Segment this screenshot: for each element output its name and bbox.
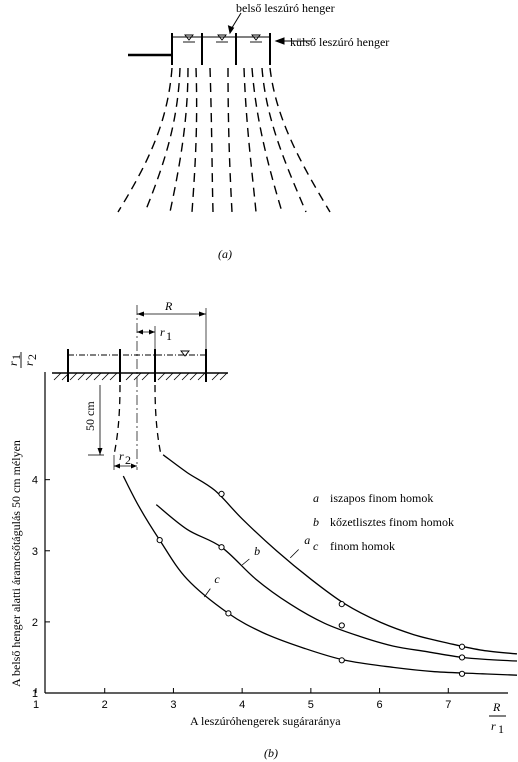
curve-label-c: c xyxy=(214,572,220,586)
y-ratio-den: r xyxy=(22,361,36,366)
legend-item-b: b kőzetlisztes finom homok xyxy=(313,515,454,529)
label-R: R xyxy=(164,299,173,313)
point-b xyxy=(218,544,225,551)
series-labels: a b c xyxy=(204,533,310,598)
y-tick-label: 2 xyxy=(32,617,38,629)
x-tick-label: 4 xyxy=(239,699,245,711)
point-a xyxy=(338,601,345,608)
legend-item-a: a iszapos finom homok xyxy=(313,491,433,505)
y-axis-ratio: r 1 r 2 xyxy=(6,352,39,368)
ground-hatching xyxy=(53,372,228,381)
x-tick-label: 5 xyxy=(308,699,314,711)
annotation-arrows xyxy=(227,12,312,45)
x-tick-label: 1 xyxy=(33,699,39,711)
y-tick-label: 3 xyxy=(32,546,38,558)
legend-key-c: c xyxy=(313,539,319,553)
y-ratio-num-sub: 1 xyxy=(9,354,23,360)
y-axis-label: A belső henger alatti áramcsőtágulás 50 … xyxy=(9,440,23,687)
curve-label-leader-c xyxy=(204,588,211,598)
point-c xyxy=(156,537,163,544)
water-level-marks xyxy=(183,34,262,43)
point-c xyxy=(338,657,345,664)
figure-a: belső leszúró henger külső leszúró henge… xyxy=(117,1,389,261)
curve-c xyxy=(122,475,518,676)
x-tick-label: 7 xyxy=(445,699,451,711)
caption-a: (a) xyxy=(218,247,232,261)
y-ratio-num: r xyxy=(6,361,20,366)
point-c xyxy=(458,670,466,677)
y-ratio-den-sub: 2 xyxy=(25,354,39,360)
label-r1-sub: 1 xyxy=(166,329,172,343)
curve-label-a: a xyxy=(304,533,310,547)
series-curves xyxy=(122,454,518,676)
point-a xyxy=(218,490,225,497)
schematic-cylinders xyxy=(67,349,207,382)
legend-text-a: iszapos finom homok xyxy=(330,491,433,505)
label-depth: 50 cm xyxy=(83,401,97,431)
x-ratio-num: R xyxy=(492,700,501,714)
y-tick-label: 4 xyxy=(32,475,38,487)
x-ratio-den: r xyxy=(491,719,496,733)
legend-text-b: kőzetlisztes finom homok xyxy=(330,515,454,529)
label-r2-sub: 2 xyxy=(125,453,131,467)
legend-text-c: finom homok xyxy=(330,539,395,553)
y-tick-label: 1 xyxy=(32,688,38,700)
axis-ticks: 1 2 3 4 5 6 7 1 2 3 4 xyxy=(32,475,451,711)
legend: a iszapos finom homok b kőzetlisztes fin… xyxy=(313,491,454,553)
curve-label-leader-b xyxy=(241,558,250,566)
label-outer-cylinder: külső leszúró henger xyxy=(290,35,389,49)
x-tick-label: 2 xyxy=(102,699,108,711)
label-inner-cylinder: belső leszúró henger xyxy=(236,1,335,15)
label-r1: r xyxy=(160,325,165,339)
label-r2: r xyxy=(119,449,124,463)
x-tick-label: 6 xyxy=(377,699,383,711)
x-ratio-den-sub: 1 xyxy=(498,722,504,736)
curve-a xyxy=(162,454,518,655)
legend-item-c: c finom homok xyxy=(313,539,395,553)
x-axis-label: A leszúróhengerek sugáraránya xyxy=(190,714,341,728)
point-b xyxy=(458,654,466,661)
x-tick-label: 3 xyxy=(170,699,176,711)
legend-key-a: a xyxy=(313,491,319,505)
legend-key-b: b xyxy=(313,515,319,529)
point-b xyxy=(338,622,345,629)
caption-b: (b) xyxy=(264,746,278,760)
cylinder-walls xyxy=(171,33,271,65)
point-c xyxy=(225,610,232,617)
curve-label-leader-a xyxy=(289,549,299,559)
point-a xyxy=(458,643,466,650)
flow-lines xyxy=(117,67,331,213)
figure-b-schematic: R r 1 50 cm r 2 xyxy=(52,299,228,470)
x-axis-ratio: R r 1 xyxy=(489,700,506,736)
data-points xyxy=(156,490,466,677)
curve-label-b: b xyxy=(254,544,260,558)
flow-tube xyxy=(113,384,162,456)
